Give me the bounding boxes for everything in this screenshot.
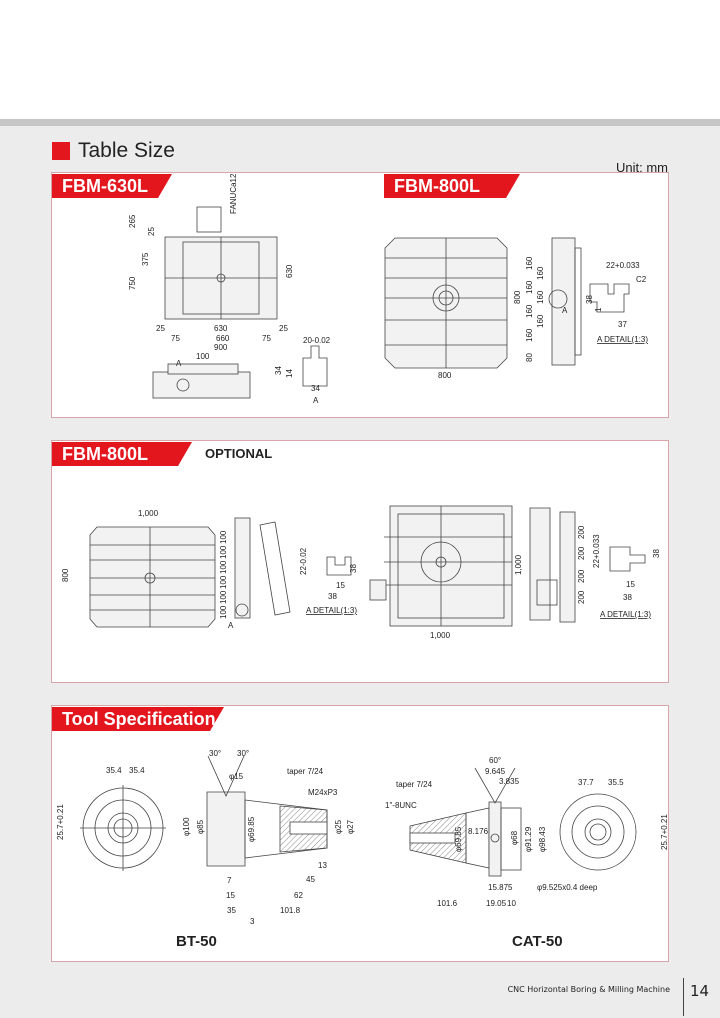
page-number: 14 — [690, 982, 710, 1000]
optional-label: OPTIONAL — [205, 446, 273, 461]
tag-fbm-800l: FBM-800L — [384, 174, 520, 198]
cat50-caption: CAT-50 — [512, 933, 563, 950]
tool-spec-panel — [51, 705, 669, 962]
bt50-caption: BT-50 — [176, 933, 217, 950]
footer-text: CNC Horizontal Boring & Milling Machine — [507, 985, 670, 994]
red-square-marker — [52, 142, 70, 160]
section-title-text: Table Size — [78, 139, 175, 162]
page-number-divider — [683, 978, 684, 1016]
tag-fbm-800l-optional: FBM-800L — [52, 442, 192, 466]
tag-tool-specification: Tool Specification — [52, 707, 224, 731]
header-divider — [0, 119, 720, 126]
table-size-panel-1 — [51, 172, 669, 418]
unit-label: Unit: mm — [616, 160, 668, 175]
tag-fbm-630l: FBM-630L — [52, 174, 172, 198]
top-band — [0, 0, 720, 119]
section-title: Table Size — [52, 139, 175, 163]
table-size-panel-2 — [51, 440, 669, 683]
